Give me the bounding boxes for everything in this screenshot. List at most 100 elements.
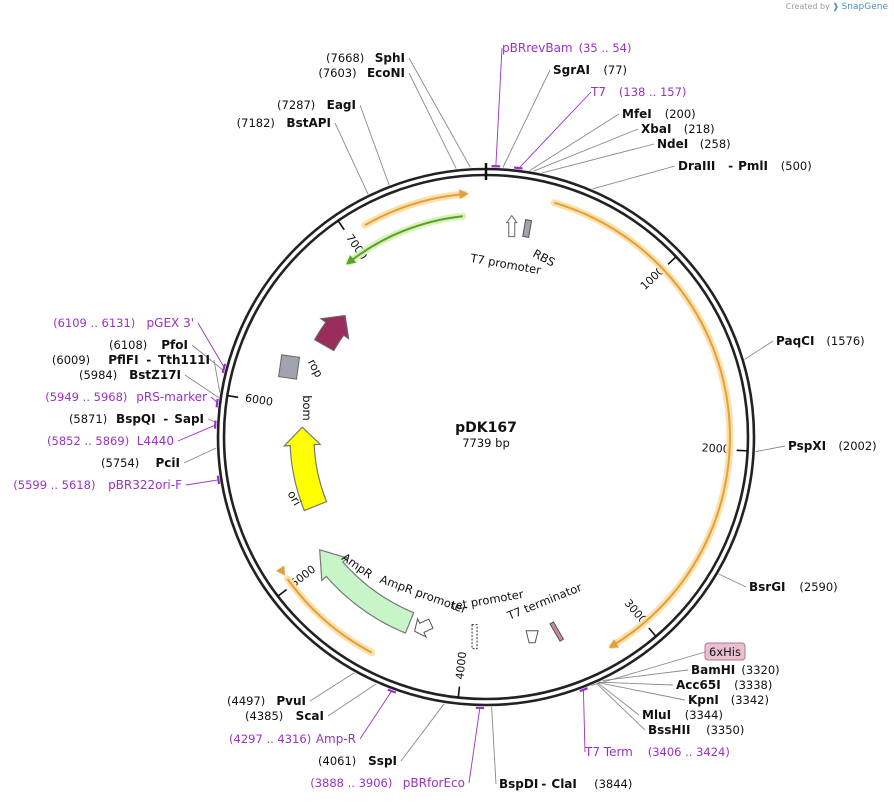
enzyme-site-draiii[interactable]: DraIII-PmlI(500) — [678, 159, 812, 173]
primer-site[interactable]: T7(138 .. 157) — [513, 85, 686, 170]
enzyme-site-pcii[interactable]: PciI(5754) — [101, 456, 180, 470]
enzyme-site-pspxi[interactable]: PspXI(2002) — [788, 439, 877, 453]
enzyme-position: (2002) — [838, 439, 876, 453]
enzyme-site-paqci[interactable]: PaqCI(1576) — [776, 334, 865, 348]
cds-arc-lower[interactable] — [286, 578, 373, 654]
enzyme-site-pflfi[interactable]: Tth111I-PflFI(6009) — [52, 353, 210, 367]
primer-leader-line — [177, 424, 217, 442]
enzyme-site-bsrgi[interactable]: BsrGI(2590) — [749, 580, 838, 594]
enzyme-leader-line — [183, 447, 217, 464]
enzyme-site-ndei[interactable]: NdeI (258) — [657, 137, 731, 151]
enzyme-name: DraIII — [678, 159, 715, 173]
enzyme-name: BspQI — [116, 412, 156, 426]
enzyme-name: BspDI — [499, 777, 538, 791]
enzyme-site-kpni[interactable]: KpnI(3342) — [688, 693, 769, 707]
primer-site[interactable]: L4440(5852 .. 5869) — [47, 420, 217, 448]
primer-site[interactable]: pBRrevBam(35 .. 54) — [491, 41, 632, 168]
rbs-feature[interactable] — [522, 219, 533, 238]
enzyme-name: EcoNI — [367, 66, 405, 80]
enzyme-site-econi[interactable]: EcoNI(7603) — [318, 66, 405, 80]
primer-name: pGEX 3' — [147, 316, 194, 330]
his-tag-badge[interactable]: 6xHis — [704, 642, 746, 661]
cds-arc-top[interactable] — [364, 193, 465, 226]
enzyme-leader-line — [408, 57, 471, 168]
enzyme-leader-line — [502, 69, 551, 168]
ampr-feature[interactable] — [319, 548, 415, 634]
enzyme-leader-line — [596, 682, 646, 731]
enzyme-position: (3338) — [734, 678, 772, 692]
t7-terminator-glyph — [525, 630, 539, 644]
enzyme-position: (3350) — [706, 723, 744, 737]
enzyme-leader-line — [359, 104, 390, 186]
tet-promoter-feature[interactable] — [471, 624, 478, 650]
primer-name: pBRrevBam — [502, 41, 573, 55]
his-tag-label: 6xHis — [709, 645, 741, 659]
enzyme-site-bspdi[interactable]: BspDI-ClaI(3844) — [499, 777, 632, 791]
primer-name: pBRforEco — [403, 776, 465, 790]
rop-feature[interactable] — [313, 314, 350, 352]
enzyme-name: SphI — [375, 51, 405, 65]
feature-label-t7-promoter: T7 promoter — [468, 251, 542, 277]
primer-leader-line — [517, 91, 592, 170]
enzyme-position: (6108) — [109, 338, 147, 352]
enzyme-position: (5871) — [69, 412, 107, 426]
enzyme-site-xbai[interactable]: XbaI(218) — [641, 122, 715, 136]
enzyme-site-eagi[interactable]: EagI(7287) — [277, 98, 356, 112]
primer-site[interactable]: pBR322ori-F(5599 .. 5618) — [13, 475, 221, 492]
bom-feature[interactable] — [278, 354, 301, 380]
primer-site[interactable]: Amp-R(4297 .. 4316) — [229, 688, 397, 746]
t7-terminator-feature[interactable] — [549, 621, 565, 642]
ori-feature[interactable] — [282, 426, 328, 512]
primer-site[interactable]: pGEX 3'(6109 .. 6131) — [53, 316, 227, 374]
enzyme-leader-line — [718, 573, 747, 588]
enzyme-position: (77) — [603, 63, 627, 77]
enzyme-site-bamhi[interactable]: BamHI(3320) — [691, 663, 780, 677]
ruler-label: 2000 — [701, 441, 730, 455]
enzyme-name: SgrAI — [553, 63, 590, 77]
enzyme-site-sspi[interactable]: SspI(4061) — [318, 754, 397, 768]
enzyme-position: (258) — [700, 137, 731, 151]
feature-label-ori: ori — [285, 488, 305, 508]
enzyme-site-scai[interactable]: ScaI(4385) — [245, 709, 324, 723]
enzyme-separator: - — [163, 412, 168, 426]
primer-site[interactable]: pBRforEco(3888 .. 3906) — [310, 706, 485, 790]
plasmid-name: pDK167 — [455, 420, 517, 436]
t7-promoter-feature[interactable] — [505, 214, 518, 238]
his-tag-box — [704, 642, 746, 661]
enzyme-site-bstapi[interactable]: BstAPI(7182) — [237, 116, 331, 130]
enzyme-leader-line — [597, 682, 640, 716]
enzyme-position: (500) — [781, 159, 812, 173]
enzyme-separator: - — [728, 159, 733, 173]
green-arc-arrowhead — [346, 254, 357, 265]
enzyme-position: (4497) — [227, 694, 265, 708]
enzyme-position: (7668) — [326, 51, 364, 65]
green-arc[interactable] — [348, 215, 463, 264]
ruler-label: 4000 — [453, 651, 469, 680]
enzyme-site-sphi[interactable]: SphI (7668) — [326, 51, 405, 65]
cds-arc-main[interactable] — [554, 201, 731, 647]
enzyme-site-acc65i[interactable]: Acc65I(3338) — [676, 678, 772, 692]
primer-mark — [387, 688, 397, 694]
enzyme-name: PflFI — [108, 353, 138, 367]
enzyme-site-bsshii[interactable]: BssHII(3350) — [648, 723, 744, 737]
enzyme-name-2: SapI — [174, 412, 204, 426]
enzyme-name: BamHI — [691, 663, 735, 677]
enzyme-leader-line — [533, 128, 639, 172]
primer-site[interactable]: T7 Term(3406 .. 3424) — [579, 687, 730, 759]
ampr-promoter-feature[interactable] — [410, 615, 435, 641]
plasmid-size: 7739 bp — [462, 436, 510, 450]
enzyme-site-mlui[interactable]: MluI(3344) — [642, 708, 723, 722]
enzyme-name: KpnI — [688, 693, 719, 707]
enzyme-site-bspqi[interactable]: SapI-BspQI (5871) — [69, 412, 204, 426]
enzyme-name: PvuI — [276, 694, 306, 708]
enzyme-name: NdeI — [657, 137, 688, 151]
enzyme-name: XbaI — [641, 122, 671, 136]
credit-brand: SnapGene — [841, 2, 888, 12]
enzyme-site-bstz17i[interactable]: BstZ17I(5984) — [79, 368, 181, 382]
enzyme-site-sgrai[interactable]: SgrAI (77) — [553, 63, 627, 77]
enzyme-site-mfei[interactable]: MfeI(200) — [622, 107, 696, 121]
primer-site[interactable]: pRS-marker(5949 .. 5968) — [45, 390, 219, 408]
primer-range: (3406 .. 3424) — [648, 745, 730, 759]
enzyme-site-pvui[interactable]: PvuI (4497) — [227, 694, 306, 708]
enzyme-site-pfoi[interactable]: PfoI(6108) — [109, 338, 188, 352]
